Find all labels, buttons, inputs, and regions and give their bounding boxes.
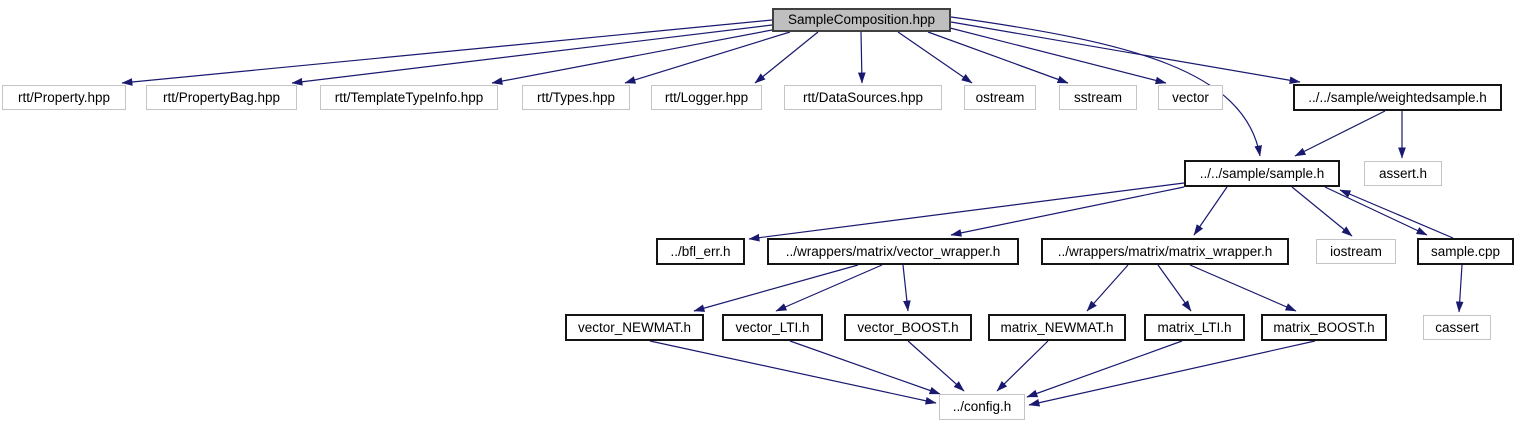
edge-root-to-ostream: [897, 31, 973, 84]
edge-root-to-rtt-templatetypeinfo: [491, 29, 773, 85]
edge-vector-wrapper-to-vector-newmat: [693, 264, 859, 312]
edge-sample-h-to-iostream: [1291, 186, 1353, 237]
edge-sample-h-to-bfl-err: [748, 182, 1185, 242]
node-matrix-boost-h[interactable]: matrix_BOOST.h: [1261, 314, 1387, 341]
node-matrix-newmat-h[interactable]: matrix_NEWMAT.h: [988, 314, 1126, 341]
edge-root-to-rtt-propertybag: [291, 24, 773, 86]
edge-root-to-vector: [949, 27, 1167, 85]
node-vector: vector: [1158, 85, 1223, 110]
node-rtt-templatetypeinfo-hpp: rtt/TemplateTypeInfo.hpp: [320, 85, 498, 110]
node-iostream: iostream: [1316, 239, 1396, 264]
edge-root-to-rtt-logger: [754, 31, 819, 84]
node-vector-boost-h[interactable]: vector_BOOST.h: [844, 314, 972, 341]
edge-matrix-boost-to-config: [1028, 340, 1316, 407]
edge-vector-wrapper-to-vector-lti: [775, 264, 883, 312]
node-vector-wrapper-h[interactable]: ../wrappers/matrix/vector_wrapper.h: [767, 238, 1019, 265]
node-vector-lti-h[interactable]: vector_LTI.h: [722, 314, 823, 341]
edge-vector-wrapper-to-vector-boost: [902, 264, 911, 312]
edge-matrix-wrapper-to-matrix-newmat: [1086, 264, 1129, 312]
node-matrix-lti-h[interactable]: matrix_LTI.h: [1144, 314, 1245, 341]
edge-matrix-newmat-to-config: [996, 340, 1049, 392]
edge-vector-lti-to-config: [789, 340, 941, 395]
edge-weightedsample-to-sample-h: [1294, 110, 1386, 157]
edge-root-to-rtt-types: [624, 31, 791, 84]
edge-root-to-rtt-property: [121, 19, 773, 86]
edge-matrix-wrapper-to-matrix-lti: [1157, 264, 1192, 312]
node-weightedsample-h[interactable]: ../../sample/weightedsample.h: [1293, 84, 1502, 111]
node-sstream: sstream: [1059, 85, 1137, 110]
node-rtt-types-hpp: rtt/Types.hpp: [522, 85, 630, 110]
node-cassert: cassert: [1423, 315, 1491, 340]
edge-sample-h-to-vector-wrapper: [950, 186, 1185, 237]
node-vector-newmat-h[interactable]: vector_NEWMAT.h: [565, 314, 704, 341]
node-sample-h[interactable]: ../../sample/sample.h: [1184, 160, 1340, 187]
node-rtt-datasources-hpp: rtt/DataSources.hpp: [784, 85, 942, 110]
edge-matrix-lti-to-config: [1026, 340, 1183, 398]
node-rtt-property-hpp: rtt/Property.hpp: [2, 85, 126, 110]
edge-vector-newmat-to-config: [649, 340, 937, 405]
node-bfl-err-h[interactable]: ../bfl_err.h: [656, 238, 745, 265]
edge-root-to-sstream: [927, 31, 1069, 84]
edge-sample-cpp-to-cassert: [1455, 264, 1464, 313]
edge-sample-h-to-matrix-wrapper: [1193, 186, 1228, 236]
node-ostream: ostream: [964, 85, 1036, 110]
edge-root-to-weightedsample: [950, 21, 1301, 85]
node-sample-cpp[interactable]: sample.cpp: [1417, 238, 1514, 265]
edge-sample-h-to-sample-cpp: [1324, 186, 1428, 236]
node-samplecomposition-hpp: SampleComposition.hpp: [772, 8, 951, 32]
node-assert-h: assert.h: [1364, 161, 1442, 186]
node-rtt-logger-hpp: rtt/Logger.hpp: [651, 85, 762, 110]
node-config-h: ../config.h: [939, 394, 1025, 420]
node-rtt-propertybag-hpp: rtt/PropertyBag.hpp: [146, 85, 297, 110]
edge-sample-cpp-to-sample-h: [1339, 189, 1454, 239]
edge-vector-boost-to-config: [907, 340, 965, 392]
edge-root-to-sample-h: [950, 16, 1262, 157]
node-matrix-wrapper-h[interactable]: ../wrappers/matrix/matrix_wrapper.h: [1041, 238, 1289, 265]
edge-root-to-rtt-datasources: [857, 31, 866, 84]
edge-matrix-wrapper-to-matrix-boost: [1189, 264, 1297, 312]
